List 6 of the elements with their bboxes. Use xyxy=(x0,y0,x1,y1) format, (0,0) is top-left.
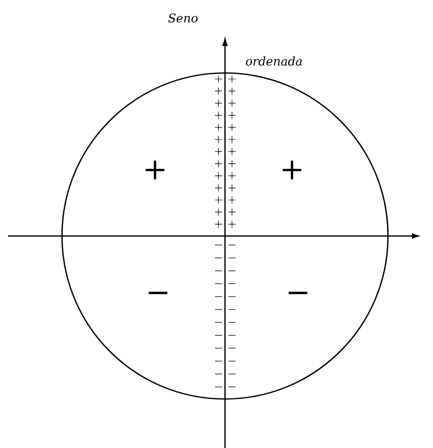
sign-symbol: + xyxy=(282,160,302,180)
axis-label: ordenada xyxy=(246,56,302,66)
sign-symbol: − xyxy=(148,292,168,294)
sign-symbol: + xyxy=(146,160,164,180)
sign-symbol: − xyxy=(288,292,308,294)
axis-label: Seno xyxy=(168,13,198,23)
